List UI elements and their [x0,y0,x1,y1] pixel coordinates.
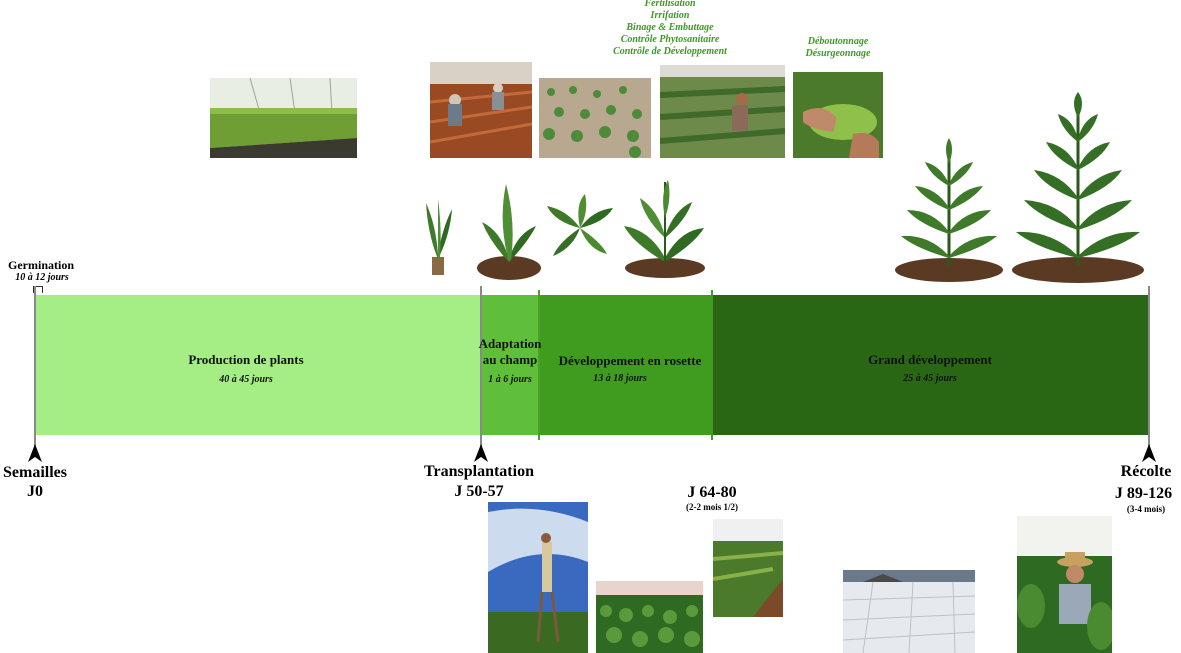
operation-binage: Binage & Embuttage [590,22,750,34]
plant-mature-icon [1012,92,1144,284]
operation-fertilisation: Fertilisation [590,0,750,10]
operation-phytosanitaire: Contrôle Phytosanitaire [590,34,750,46]
plant-seedling-icon [420,195,456,279]
shade-tents-photo [843,570,975,653]
phase-adaptation-duration: 1 à 6 jours [480,374,540,385]
germination-duration: 10 à 12 jours [0,272,84,283]
phase-rosette-duration: 13 à 18 jours [560,373,680,384]
recolte-arrow-icon [1142,444,1156,462]
transplantation-arrow-icon [474,444,488,462]
plant-rosette-icon [545,192,615,260]
tick-recolte [1148,286,1150,446]
milestone-recolte-note: (3-4 mois) [1111,504,1181,514]
hands-on-leaf-photo [793,72,883,158]
phase-adaptation-title: Adaptation au champ [470,336,550,368]
shade-net-worker-photo [488,502,588,653]
plant-tall-icon [895,138,1003,284]
operation-developpement: Contrôle de Développement [590,46,750,58]
operation-deboutonnage: Déboutonnage [788,36,888,48]
operations-list: Fertilisation Irrifation Binage & Embutt… [590,0,750,58]
phase-production-duration: 40 à 45 jours [180,374,312,385]
farmer-portrait-photo [1017,516,1112,653]
milestone-transplantation-label: Transplantation [414,463,544,481]
operation-desurgeonnage: Désurgeonnage [788,48,888,60]
phase-adaptation-title-line1: Adaptation [470,336,550,352]
phase-production-title: Production de plants [140,352,352,368]
tick-semailles [34,286,36,446]
milestone-mid-day: J 64-80 [672,484,752,502]
phase-grand-duration: 25 à 45 jours [860,373,1000,384]
milestone-semailles-label: Semailles [0,464,70,482]
milestone-recolte-label: Récolte [1111,463,1181,481]
plant-transplanted-icon [476,182,542,282]
phase-grand-title: Grand développement [820,352,1040,368]
phase-rosette-title: Développement en rosette [540,353,720,369]
greenhouse-seedlings-photo [210,78,357,158]
planting-workers-photo [430,62,532,158]
germination-label: Germination [0,258,82,273]
operation-irrigation: Irrifation [590,10,750,22]
milestone-mid-note: (2-2 mois 1/2) [672,502,752,512]
young-plants-field-photo [539,78,651,158]
plant-young-icon [624,178,706,280]
covered-rows-photo [713,519,783,617]
operations-list-2: Déboutonnage Désurgeonnage [788,36,888,60]
milestone-recolte-day: J 89-126 [1106,485,1181,503]
milestone-semailles-day: J0 [0,483,70,501]
semailles-arrow-icon [28,444,42,462]
field-worker-photo [660,65,785,158]
phase-adaptation-title-line2: au champ [470,352,550,368]
field-under-net-photo [596,581,703,653]
milestone-transplantation-day: J 50-57 [414,483,544,501]
